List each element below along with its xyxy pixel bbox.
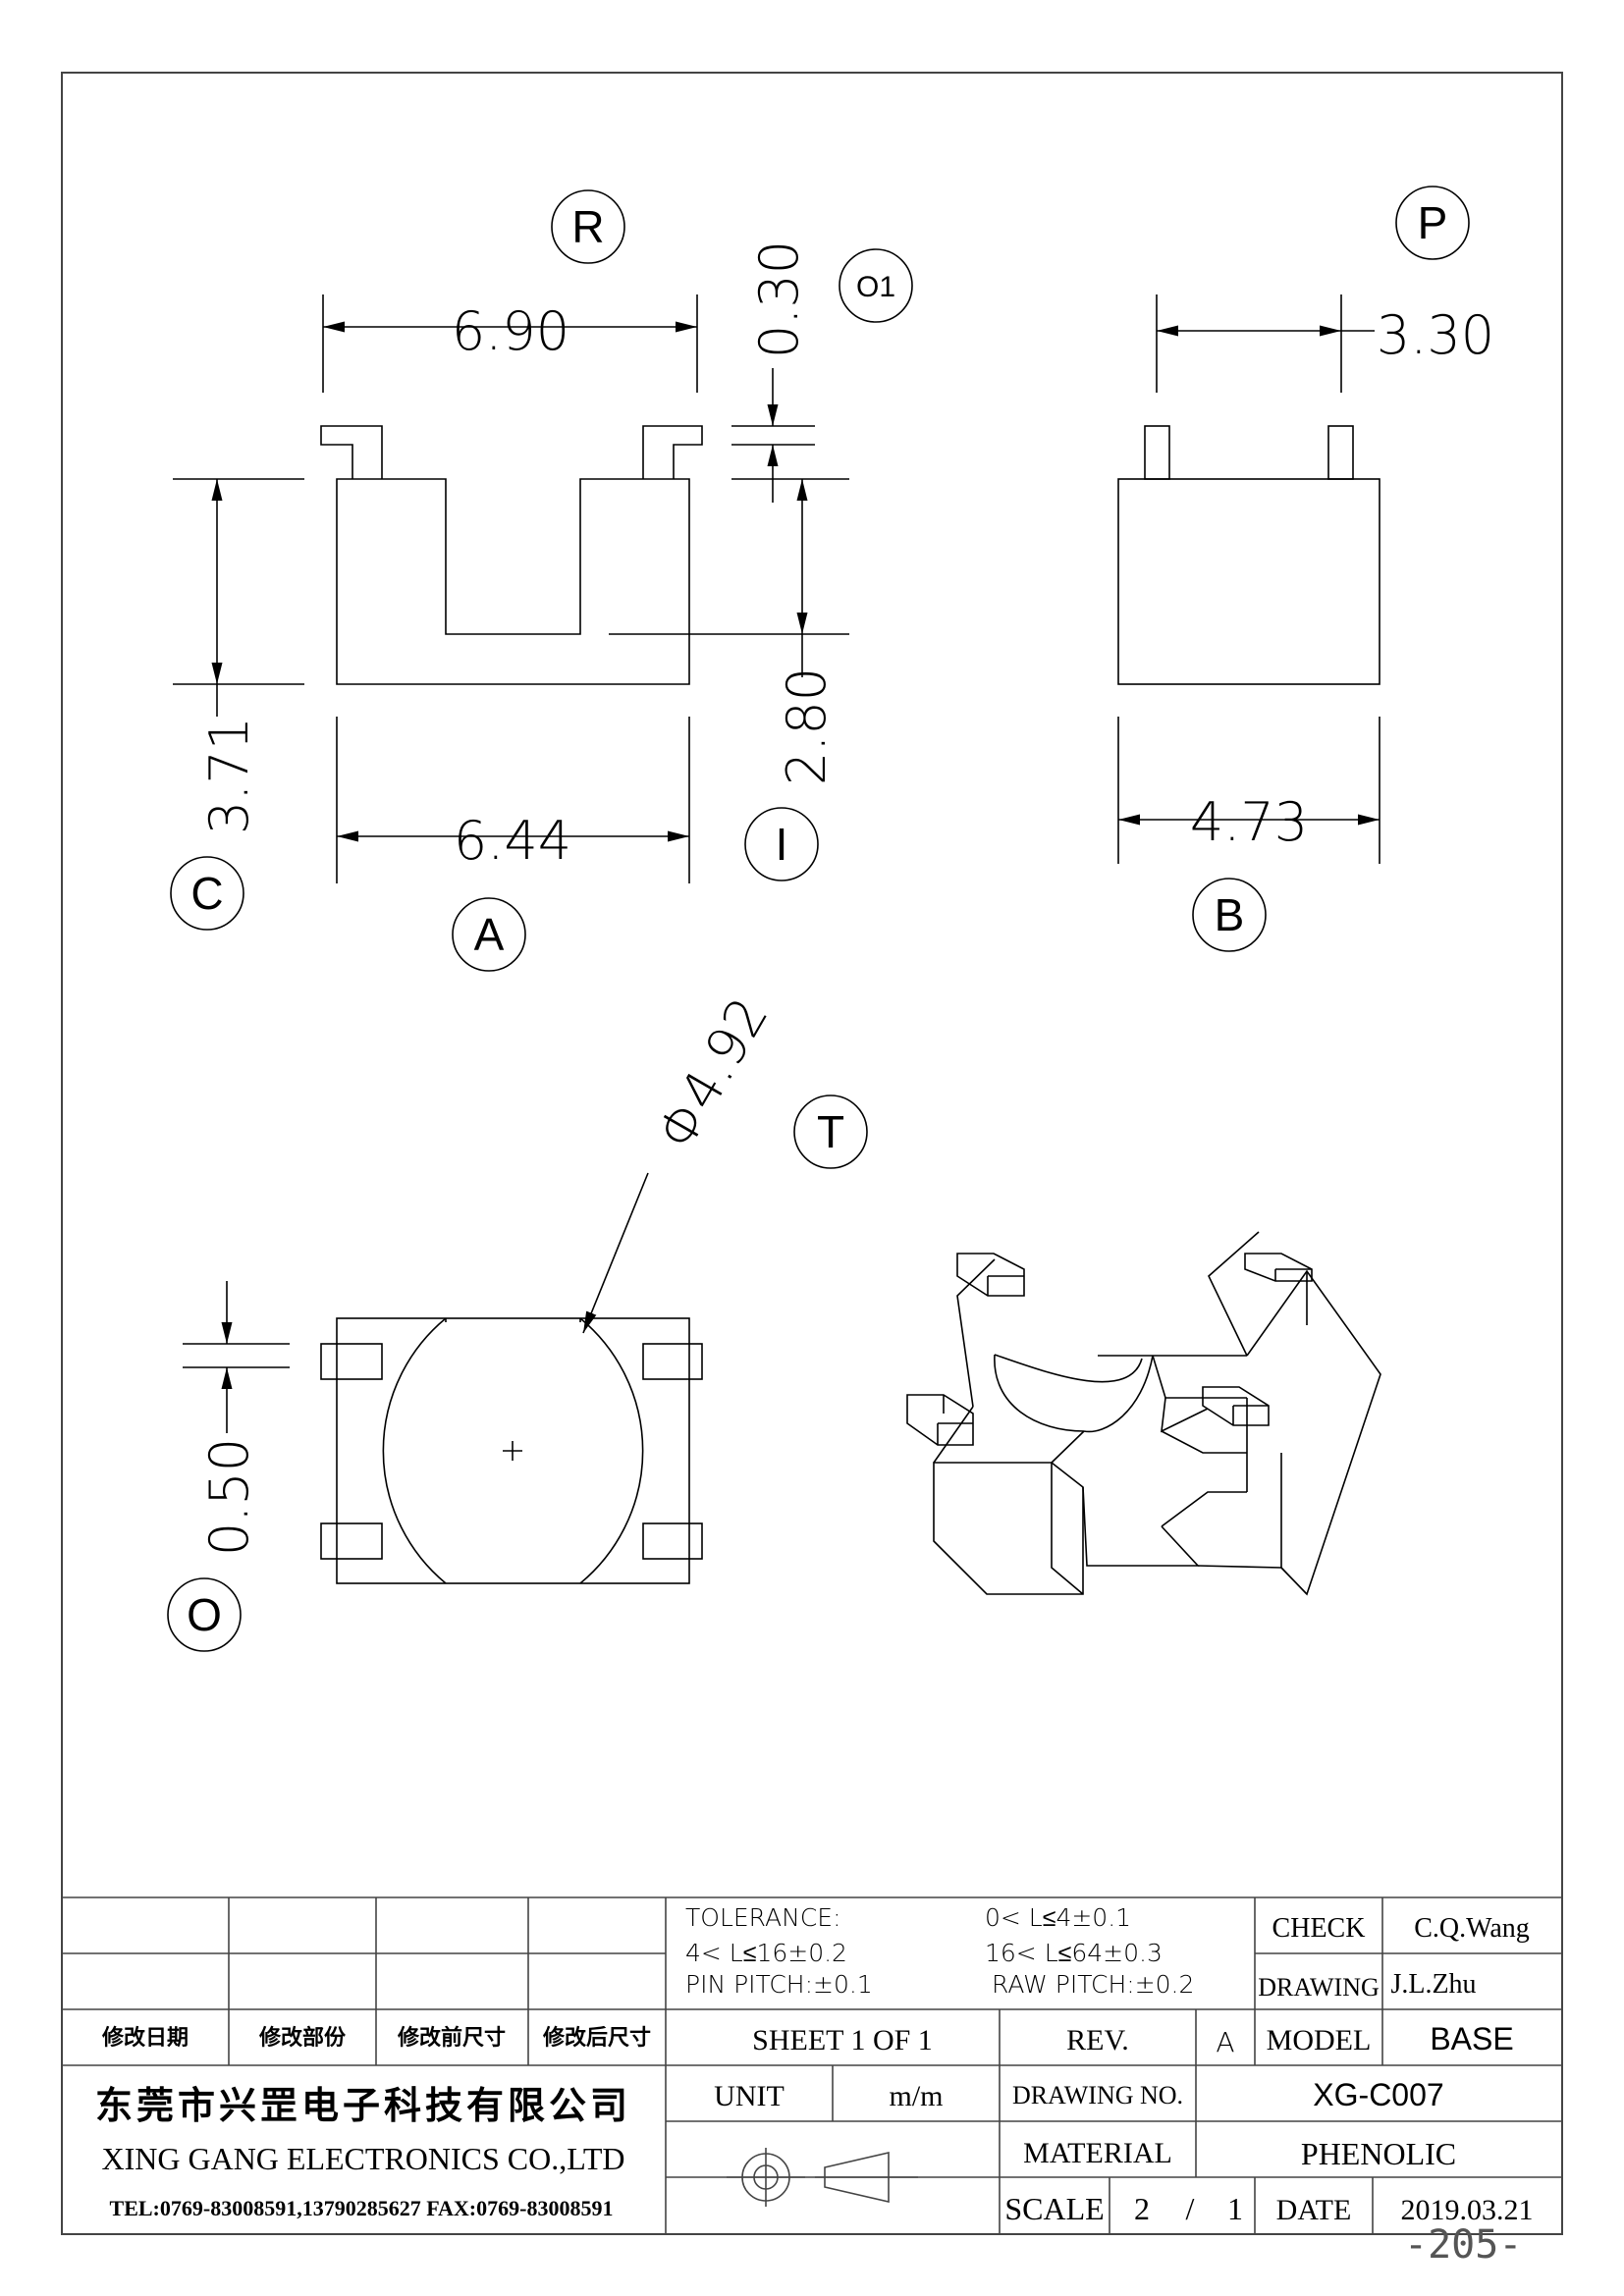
- rev-header-after: 修改后尺寸: [542, 2025, 651, 2050]
- top-pin-bl: [320, 1522, 383, 1560]
- dim-6-90: 6.90: [452, 300, 569, 362]
- dim-0-30: 0.30: [748, 240, 810, 358]
- date-value: 2019.03.21: [1401, 2194, 1534, 2226]
- rev-label: REV.: [1066, 2024, 1129, 2056]
- side-left-pin: [1144, 425, 1170, 480]
- drawing-label: DRAWING: [1258, 1973, 1380, 2002]
- unit-value: m/m: [889, 2080, 943, 2112]
- title-block: [62, 1896, 1562, 2234]
- view-label-o: O: [187, 1589, 222, 1640]
- iso-curve-right: [1083, 1355, 1154, 1433]
- rev-header-part: 修改部份: [258, 2025, 347, 2050]
- drawing-no-label: DRAWING NO.: [1012, 2081, 1183, 2109]
- iso-slot-left: [1082, 1486, 1200, 1567]
- tolerance-raw-pitch: RAW PITCH:±0.2: [992, 1970, 1194, 1999]
- front-right-pin: [642, 425, 703, 479]
- dim-2-80: 2.80: [776, 667, 838, 785]
- drawing-border: [61, 72, 1563, 2235]
- tolerance-r2: 4< L≤16±0.2: [685, 1939, 847, 1967]
- top-view-outline: [336, 1317, 690, 1584]
- dim-diameter-leader: [582, 1172, 649, 1334]
- company-contact: TEL:0769-83008591,13790285627 FAX:0769-8…: [110, 2196, 614, 2220]
- drawing-value: J.L.Zhu: [1390, 1969, 1476, 2000]
- scale-num: 2: [1134, 2191, 1150, 2226]
- date-label: DATE: [1276, 2194, 1352, 2226]
- check-value: C.Q.Wang: [1414, 1913, 1530, 1944]
- top-pin-tr: [642, 1343, 703, 1380]
- model-value: BASE: [1430, 2021, 1513, 2056]
- side-view-outline: [1117, 478, 1380, 685]
- tolerance-pin-pitch: PIN PITCH:±0.1: [685, 1970, 873, 1999]
- view-label-t: T: [817, 1106, 844, 1157]
- side-right-pin: [1327, 425, 1354, 480]
- sheet-info: SHEET 1 OF 1: [752, 2024, 933, 2056]
- page-number: -205-: [1404, 2222, 1523, 2268]
- check-label: CHECK: [1272, 1913, 1366, 1944]
- top-view-bore: [382, 1317, 644, 1584]
- dim-4-73: 4.73: [1190, 791, 1308, 853]
- material-label: MATERIAL: [1023, 2137, 1172, 2169]
- view-label-p: P: [1418, 197, 1448, 248]
- scale-label: SCALE: [1004, 2191, 1104, 2226]
- front-left-pin: [320, 425, 383, 479]
- iso-top-face: [933, 1406, 1085, 1464]
- top-view: [183, 1172, 703, 1584]
- tolerance-r1: 0< L≤4±0.1: [985, 1903, 1131, 1932]
- view-label-b: B: [1215, 889, 1245, 940]
- rev-value: A: [1216, 2026, 1234, 2058]
- rev-header-before: 修改前尺寸: [397, 2025, 506, 2050]
- rev-header-date: 修改日期: [101, 2025, 189, 2050]
- unit-label: UNIT: [714, 2080, 785, 2112]
- company-name-cn: 东莞市兴罡电子科技有限公司: [95, 2086, 631, 2127]
- scale-slash: /: [1186, 2191, 1195, 2226]
- iso-back-block: [1246, 1269, 1381, 1596]
- drawing-no-value: XG-C007: [1313, 2077, 1443, 2112]
- tolerance-r3: 16< L≤64±0.3: [985, 1939, 1163, 1967]
- dim-diameter: Φ4.92: [645, 988, 781, 1160]
- iso-slot-right: [1161, 1397, 1247, 1454]
- view-label-r: R: [571, 201, 604, 252]
- dim-3-30: 3.30: [1377, 304, 1494, 366]
- front-view: [173, 294, 849, 883]
- view-label-i: I: [776, 819, 788, 870]
- material-value: PHENOLIC: [1301, 2136, 1456, 2171]
- top-pin-br: [642, 1522, 703, 1560]
- iso-curve-left: [994, 1354, 1085, 1432]
- front-view-outline: [336, 478, 690, 685]
- tolerance-title: TOLERANCE:: [685, 1903, 841, 1932]
- model-label: MODEL: [1267, 2024, 1372, 2056]
- scale-den: 1: [1227, 2191, 1243, 2226]
- side-view: [1117, 294, 1380, 864]
- dim-3-71: 3.71: [198, 717, 260, 834]
- view-label-c: C: [190, 868, 223, 919]
- iso-pin-1: [956, 1253, 1025, 1297]
- company-name-en: XING GANG ELECTRONICS CO.,LTD: [101, 2141, 624, 2176]
- iso-pin-2: [1244, 1253, 1313, 1282]
- iso-pin-4: [1202, 1386, 1270, 1426]
- view-label-o1: O1: [856, 271, 895, 303]
- isometric-view: [906, 1231, 1381, 1596]
- dim-6-44: 6.44: [454, 810, 571, 872]
- top-pin-tl: [320, 1343, 383, 1380]
- view-label-a: A: [474, 909, 505, 960]
- dim-0-50: 0.50: [198, 1438, 260, 1556]
